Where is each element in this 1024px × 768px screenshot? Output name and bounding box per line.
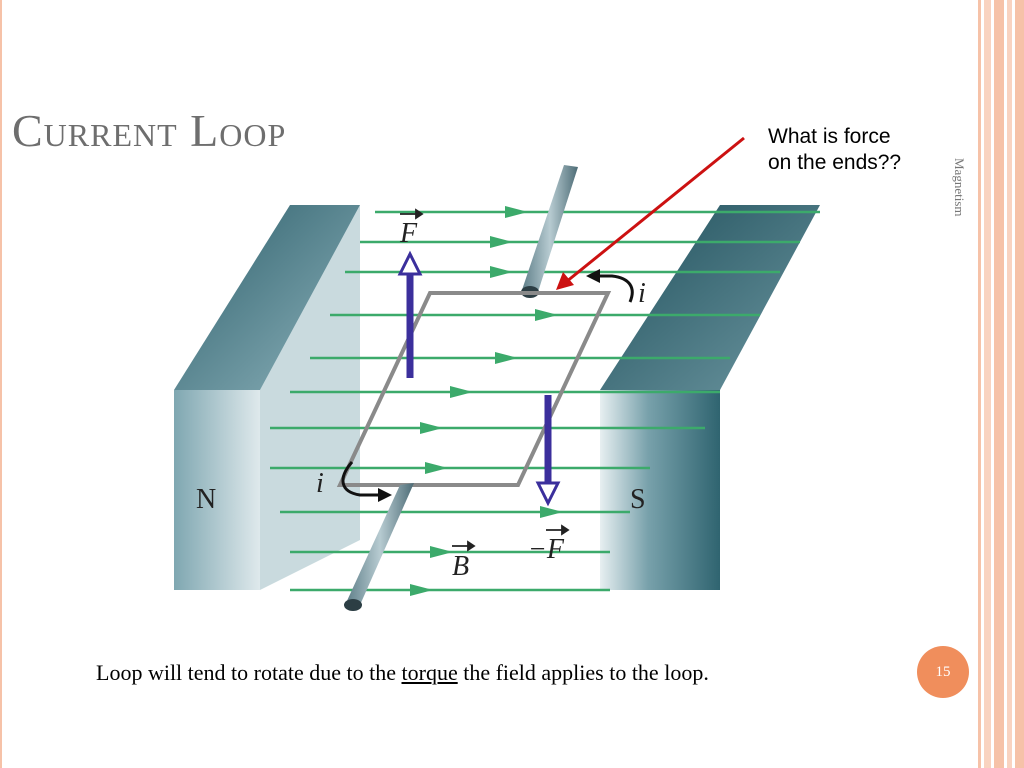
current-arrow-top — [598, 274, 634, 303]
slide-title: Current Loop — [12, 105, 287, 156]
callout-text: What is force on the ends?? — [768, 124, 948, 176]
rear-axle-rod — [521, 165, 578, 298]
force-up-arrow — [397, 250, 423, 378]
south-label: S — [630, 484, 646, 515]
vector-overbars — [400, 208, 570, 552]
callout-line-1: What is force — [768, 125, 891, 148]
north-label: N — [196, 484, 216, 515]
page-number: 15 — [935, 663, 951, 680]
front-axle-rod — [344, 483, 414, 611]
force-down-arrow — [535, 395, 561, 507]
side-label: Magnetism — [952, 158, 967, 217]
caption: Loop will tend to rotate due to the torq… — [96, 660, 709, 686]
caption-after: the field applies to the loop. — [457, 660, 709, 685]
current-arrow-bottom-head — [378, 488, 392, 502]
caption-before: Loop will tend to rotate due to the — [96, 660, 402, 685]
page-number-badge: 15 — [917, 646, 969, 698]
south-magnet — [600, 205, 820, 590]
callout-line-2: on the ends?? — [768, 151, 902, 174]
current-arrow-bottom — [341, 461, 380, 497]
north-magnet — [174, 205, 360, 590]
caption-torque: torque — [401, 660, 458, 685]
current-loop-figure: N S i i F −F B — [174, 165, 820, 611]
current-label-top: i — [638, 278, 646, 309]
neg-force-label: −F — [528, 534, 565, 565]
current-label-bottom: i — [316, 468, 324, 499]
force-label: F — [399, 218, 418, 249]
current-loop — [336, 291, 612, 487]
field-arrowheads — [410, 206, 563, 596]
field-label: B — [452, 551, 469, 582]
